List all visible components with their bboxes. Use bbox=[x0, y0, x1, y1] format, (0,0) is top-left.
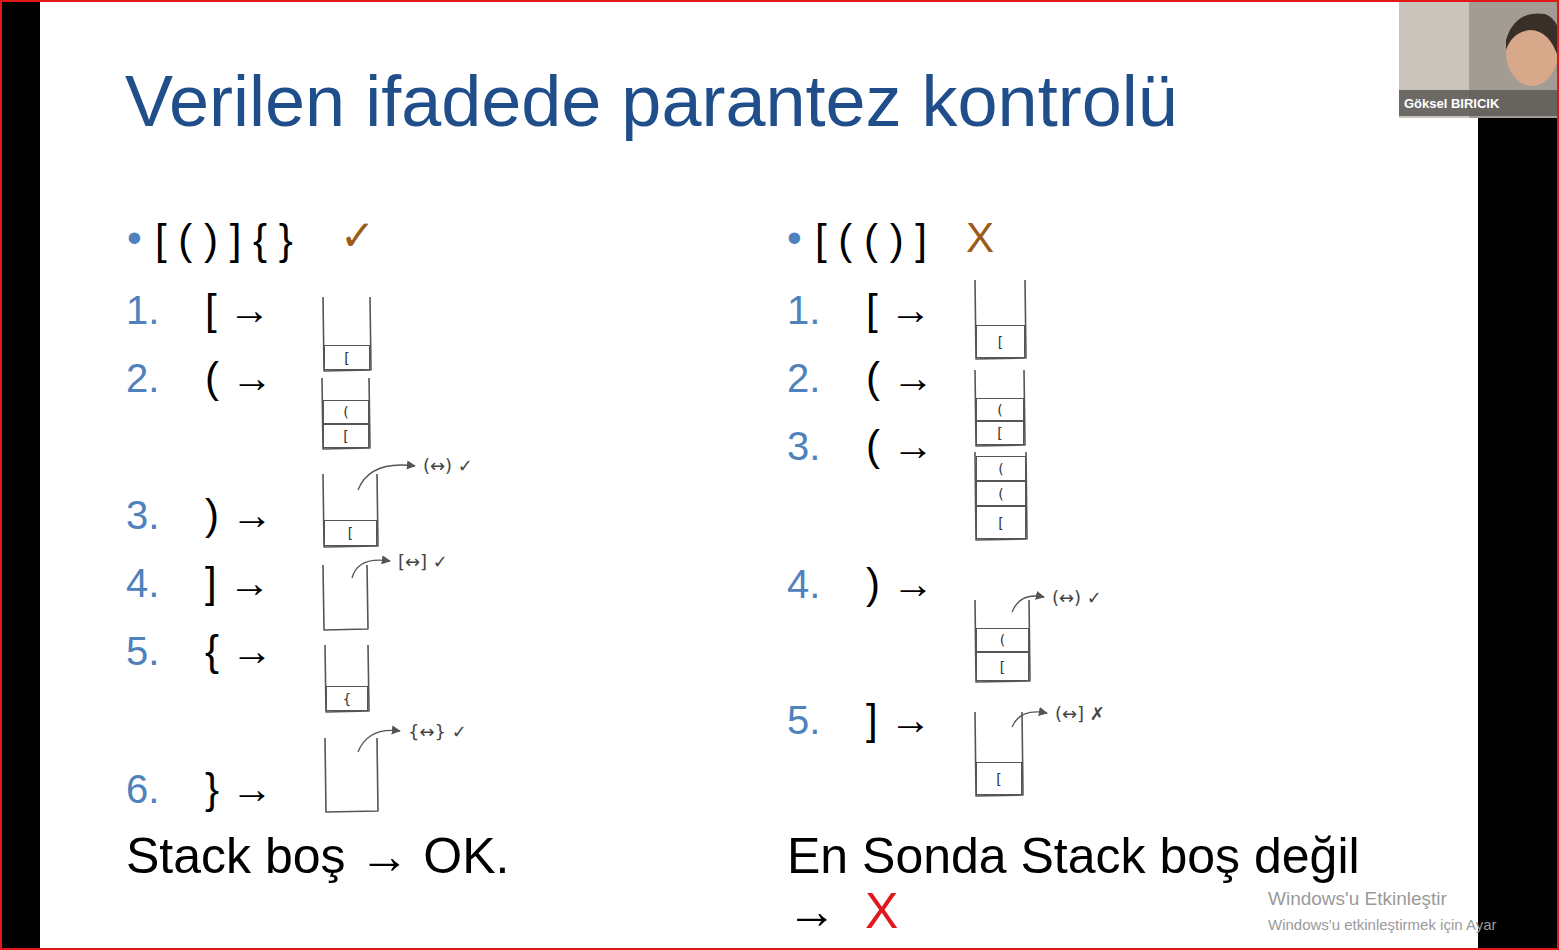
stack-cell: ( bbox=[976, 481, 1026, 506]
stack-item: ( bbox=[998, 487, 1003, 501]
leader-arrow bbox=[1012, 712, 1047, 727]
stack-item: [ bbox=[348, 526, 353, 540]
step-number: 2. bbox=[787, 358, 820, 398]
leader-arrow bbox=[1012, 596, 1044, 612]
step-symbol: ( → bbox=[866, 357, 934, 399]
check-mark: ✓ bbox=[340, 215, 375, 257]
stack-outline bbox=[325, 645, 369, 712]
step-number: 4. bbox=[126, 563, 159, 603]
step-symbol: ( → bbox=[866, 425, 934, 467]
match-note: (↔) ✓ bbox=[1052, 589, 1102, 607]
stack-cell: [ bbox=[324, 520, 377, 546]
slide-title: Verilen ifadede parantez kontrolü bbox=[125, 65, 1178, 137]
step-symbol: [ → bbox=[866, 289, 931, 331]
step-symbol: ] → bbox=[866, 699, 931, 741]
step-symbol: ( → bbox=[205, 357, 273, 399]
stack-item: [ bbox=[998, 335, 1003, 349]
stack-outline bbox=[323, 474, 378, 547]
cross-mark: X bbox=[966, 217, 994, 259]
step-number: 3. bbox=[126, 495, 159, 535]
bracket-expression: [ ( ( ) ] bbox=[815, 219, 927, 261]
stack-outline bbox=[322, 378, 370, 449]
stack-item: [ bbox=[344, 351, 349, 365]
stack-outline bbox=[323, 297, 371, 371]
step-number: 4. bbox=[787, 564, 820, 604]
stack-cell: ( bbox=[976, 456, 1026, 481]
stack-outline bbox=[975, 452, 1027, 540]
step-number: 3. bbox=[787, 426, 820, 466]
step-symbol: ] → bbox=[205, 562, 270, 604]
stack-cell: ( bbox=[976, 398, 1024, 421]
stack-cell: [ bbox=[976, 325, 1025, 358]
stack-item: [ bbox=[1000, 660, 1005, 674]
webcam-frame bbox=[1399, 0, 1559, 118]
stack-outline bbox=[325, 738, 378, 812]
mismatch-note: (↔] ✗ bbox=[1055, 705, 1105, 723]
stack-outline bbox=[975, 600, 1030, 682]
stack-cell: [ bbox=[976, 421, 1024, 445]
step-symbol: } → bbox=[205, 768, 273, 810]
stack-outline bbox=[975, 712, 1023, 796]
step-number: 5. bbox=[787, 700, 820, 740]
stack-item: ( bbox=[997, 403, 1002, 417]
stack-cell: [ bbox=[976, 506, 1026, 539]
stack-cell: ( bbox=[976, 628, 1029, 652]
step-symbol: [ → bbox=[205, 289, 270, 331]
bullet: • bbox=[787, 217, 802, 259]
result-text: Stack boş → OK. bbox=[126, 831, 509, 881]
stack-item: { bbox=[343, 692, 352, 706]
stack-cell: ( bbox=[323, 400, 369, 424]
stack-cell: { bbox=[326, 686, 368, 711]
step-number: 1. bbox=[126, 290, 159, 330]
stack-outlines bbox=[322, 280, 1030, 812]
stack-item: [ bbox=[343, 429, 348, 443]
step-symbol: { → bbox=[205, 630, 273, 672]
result-text: En Sonda Stack boş değil bbox=[787, 831, 1360, 881]
bracket-expression: [ ( ) ] { } bbox=[155, 219, 293, 261]
match-note: (↔) ✓ bbox=[423, 457, 473, 475]
slide-background bbox=[40, 0, 1478, 950]
cross-mark: X bbox=[865, 886, 898, 936]
stack-outline bbox=[975, 370, 1025, 446]
step-number: 2. bbox=[126, 358, 159, 398]
watermark: Windows'u etkinleştirmek için Ayar bbox=[1268, 917, 1497, 932]
presenter-name: Göksel BIRICIK bbox=[1404, 97, 1499, 110]
step-symbol: ) → bbox=[205, 494, 273, 536]
match-note: {↔} ✓ bbox=[408, 723, 467, 741]
webcam-thumbnail bbox=[1399, 0, 1559, 118]
stack-outline bbox=[323, 565, 368, 630]
step-number: 1. bbox=[787, 290, 820, 330]
stack-cell: [ bbox=[323, 424, 369, 448]
leader-arrow bbox=[352, 560, 390, 578]
step-number: 5. bbox=[126, 631, 159, 671]
stack-item: ( bbox=[1000, 633, 1005, 647]
step-number: 6. bbox=[126, 769, 159, 809]
webcam-name-bar bbox=[1399, 90, 1559, 116]
stack-item: [ bbox=[996, 772, 1001, 786]
watermark: Windows'u Etkinleştir bbox=[1268, 889, 1447, 908]
match-note: [↔] ✓ bbox=[398, 553, 448, 571]
pop-leaders bbox=[352, 465, 1047, 752]
stack-item: ( bbox=[343, 405, 348, 419]
leader-arrow bbox=[358, 730, 400, 752]
leader-arrow bbox=[358, 465, 415, 490]
webcam-hair bbox=[1506, 14, 1559, 60]
step-symbol: ) → bbox=[866, 563, 934, 605]
result-arrow: → bbox=[787, 886, 837, 936]
stack-item: [ bbox=[997, 426, 1002, 440]
stack-item: [ bbox=[998, 516, 1003, 530]
stack-cell: [ bbox=[324, 345, 370, 370]
stack-cell: [ bbox=[976, 652, 1029, 681]
stack-outline bbox=[975, 280, 1026, 359]
bullet: • bbox=[127, 217, 142, 259]
stack-cell: [ bbox=[976, 762, 1022, 795]
stack-item: ( bbox=[998, 462, 1003, 476]
